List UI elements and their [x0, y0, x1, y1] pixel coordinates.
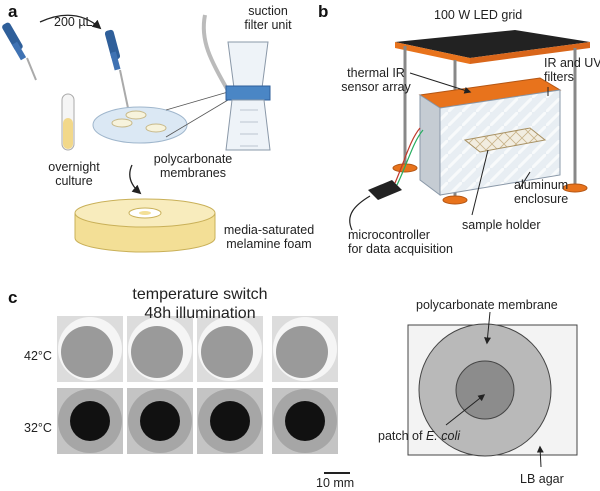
culture-label: overnight culture — [38, 160, 110, 188]
filter-unit-label-line1: suction — [248, 4, 288, 18]
schematic-leaders — [445, 311, 544, 468]
schematic-patch-label: patch of E. coli — [378, 429, 460, 443]
microcontroller-icon — [349, 127, 424, 231]
filters-label-line2: filters — [544, 70, 574, 84]
row-label-hot: 42°C — [24, 349, 52, 363]
bacteria-patch — [61, 326, 113, 378]
filters-label-line1: IR and UV — [544, 56, 600, 70]
enclosure-label-line1: aluminum — [514, 178, 569, 192]
culture-label-line2: culture — [55, 174, 93, 188]
scale-bar-label: 10 mm — [316, 476, 355, 490]
sensor-label-line1: thermal IR — [347, 66, 405, 80]
panel-c-title-line2: 48h illumination — [144, 305, 256, 322]
panel-c-title-line1: temperature switch — [132, 286, 268, 303]
schematic-patch-species: E. coli — [425, 429, 460, 443]
bacteria-patch — [140, 401, 180, 441]
foot-pads — [392, 163, 588, 205]
to-foam-arrow — [129, 164, 142, 195]
enclosure-label-line2: enclosure — [514, 192, 569, 206]
microcontroller-label: microcontroller for data acquisition — [348, 228, 453, 256]
schematic-membrane-label: polycarbonate membrane — [416, 298, 558, 312]
membranes-label: polycarbonate membranes — [143, 152, 243, 180]
transfer-arrow — [39, 14, 102, 30]
culture-label-line1: overnight — [48, 160, 100, 174]
schematic-agar-label: LB agar — [520, 472, 564, 486]
membranes-label-line2: membranes — [160, 166, 226, 180]
sample-holder-label: sample holder — [462, 218, 541, 232]
row-label-cool: 32°C — [24, 421, 52, 435]
bacteria-patch — [276, 326, 328, 378]
bacteria-patch — [201, 326, 253, 378]
aluminum-enclosure-icon — [418, 77, 562, 196]
ecoli-patch — [455, 360, 515, 420]
filter-disk — [92, 106, 188, 144]
melamine-foam-icon — [74, 198, 216, 253]
bacteria-patch — [70, 401, 110, 441]
filter-unit-label: suction filter unit — [238, 4, 298, 32]
pipette-right-icon — [104, 29, 129, 109]
filters-label: IR and UV filters — [544, 56, 600, 84]
culture-tube-icon — [61, 93, 75, 151]
panel-letter-a: a — [8, 2, 18, 21]
led-grid-icon — [395, 30, 590, 64]
panel-letter-c: c — [8, 288, 18, 307]
enclosure-label: aluminum enclosure — [514, 178, 568, 206]
bacteria-patch — [285, 401, 325, 441]
microcontroller-label-line2: for data acquisition — [348, 242, 453, 256]
panel-b-leaders — [409, 72, 549, 216]
foam-label-line2: melamine foam — [226, 237, 312, 251]
photo-grid — [57, 316, 338, 454]
sensor-label: thermal IR sensor array — [336, 66, 416, 94]
panel-letter-b: b — [318, 2, 329, 21]
schematic-patch-prefix: patch of — [378, 429, 426, 443]
sensor-label-line2: sensor array — [341, 80, 411, 94]
foam-label-line1: media-saturated — [223, 223, 315, 237]
bacteria-patch — [210, 401, 250, 441]
led-grid-label: 100 W LED grid — [434, 8, 523, 22]
filter-unit-label-line2: filter unit — [244, 18, 292, 32]
tubing-icon — [201, 14, 232, 96]
membrane-schematic — [407, 323, 578, 457]
membranes-label-line1: polycarbonate — [153, 152, 233, 166]
zoom-line-bottom — [165, 99, 229, 138]
suction-filter-unit-icon — [225, 41, 271, 151]
foam-label: media-saturated melamine foam — [214, 223, 324, 251]
pipette-left-icon — [2, 22, 37, 81]
zoom-line-top — [165, 91, 229, 111]
volume-label: 200 µL — [54, 15, 93, 29]
panel-c-title: temperature switch 48h illumination — [100, 285, 300, 323]
bacteria-patch — [131, 326, 183, 378]
microcontroller-label-line1: microcontroller — [348, 228, 430, 242]
